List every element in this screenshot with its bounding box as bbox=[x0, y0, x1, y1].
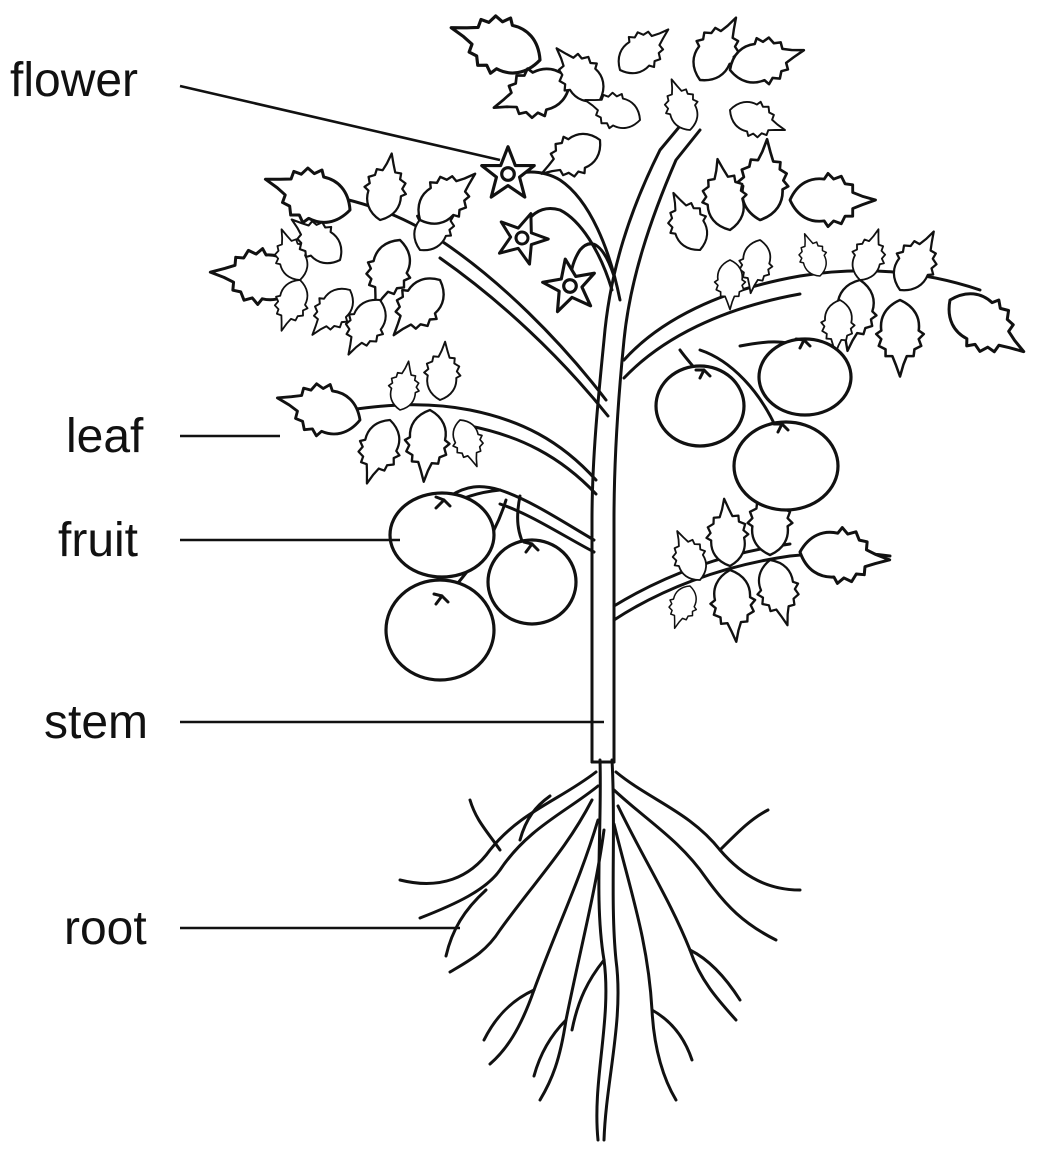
root-system bbox=[400, 760, 800, 1140]
label-stem: stem bbox=[44, 696, 148, 749]
label-fruit: fruit bbox=[58, 514, 138, 567]
flower-pointer-line bbox=[180, 86, 500, 160]
label-root: root bbox=[64, 902, 147, 955]
part-labels: flower leaf fruit stem root bbox=[10, 54, 148, 955]
label-flower: flower bbox=[10, 54, 138, 107]
label-leaf: leaf bbox=[66, 410, 144, 463]
leaves bbox=[208, 0, 1037, 644]
